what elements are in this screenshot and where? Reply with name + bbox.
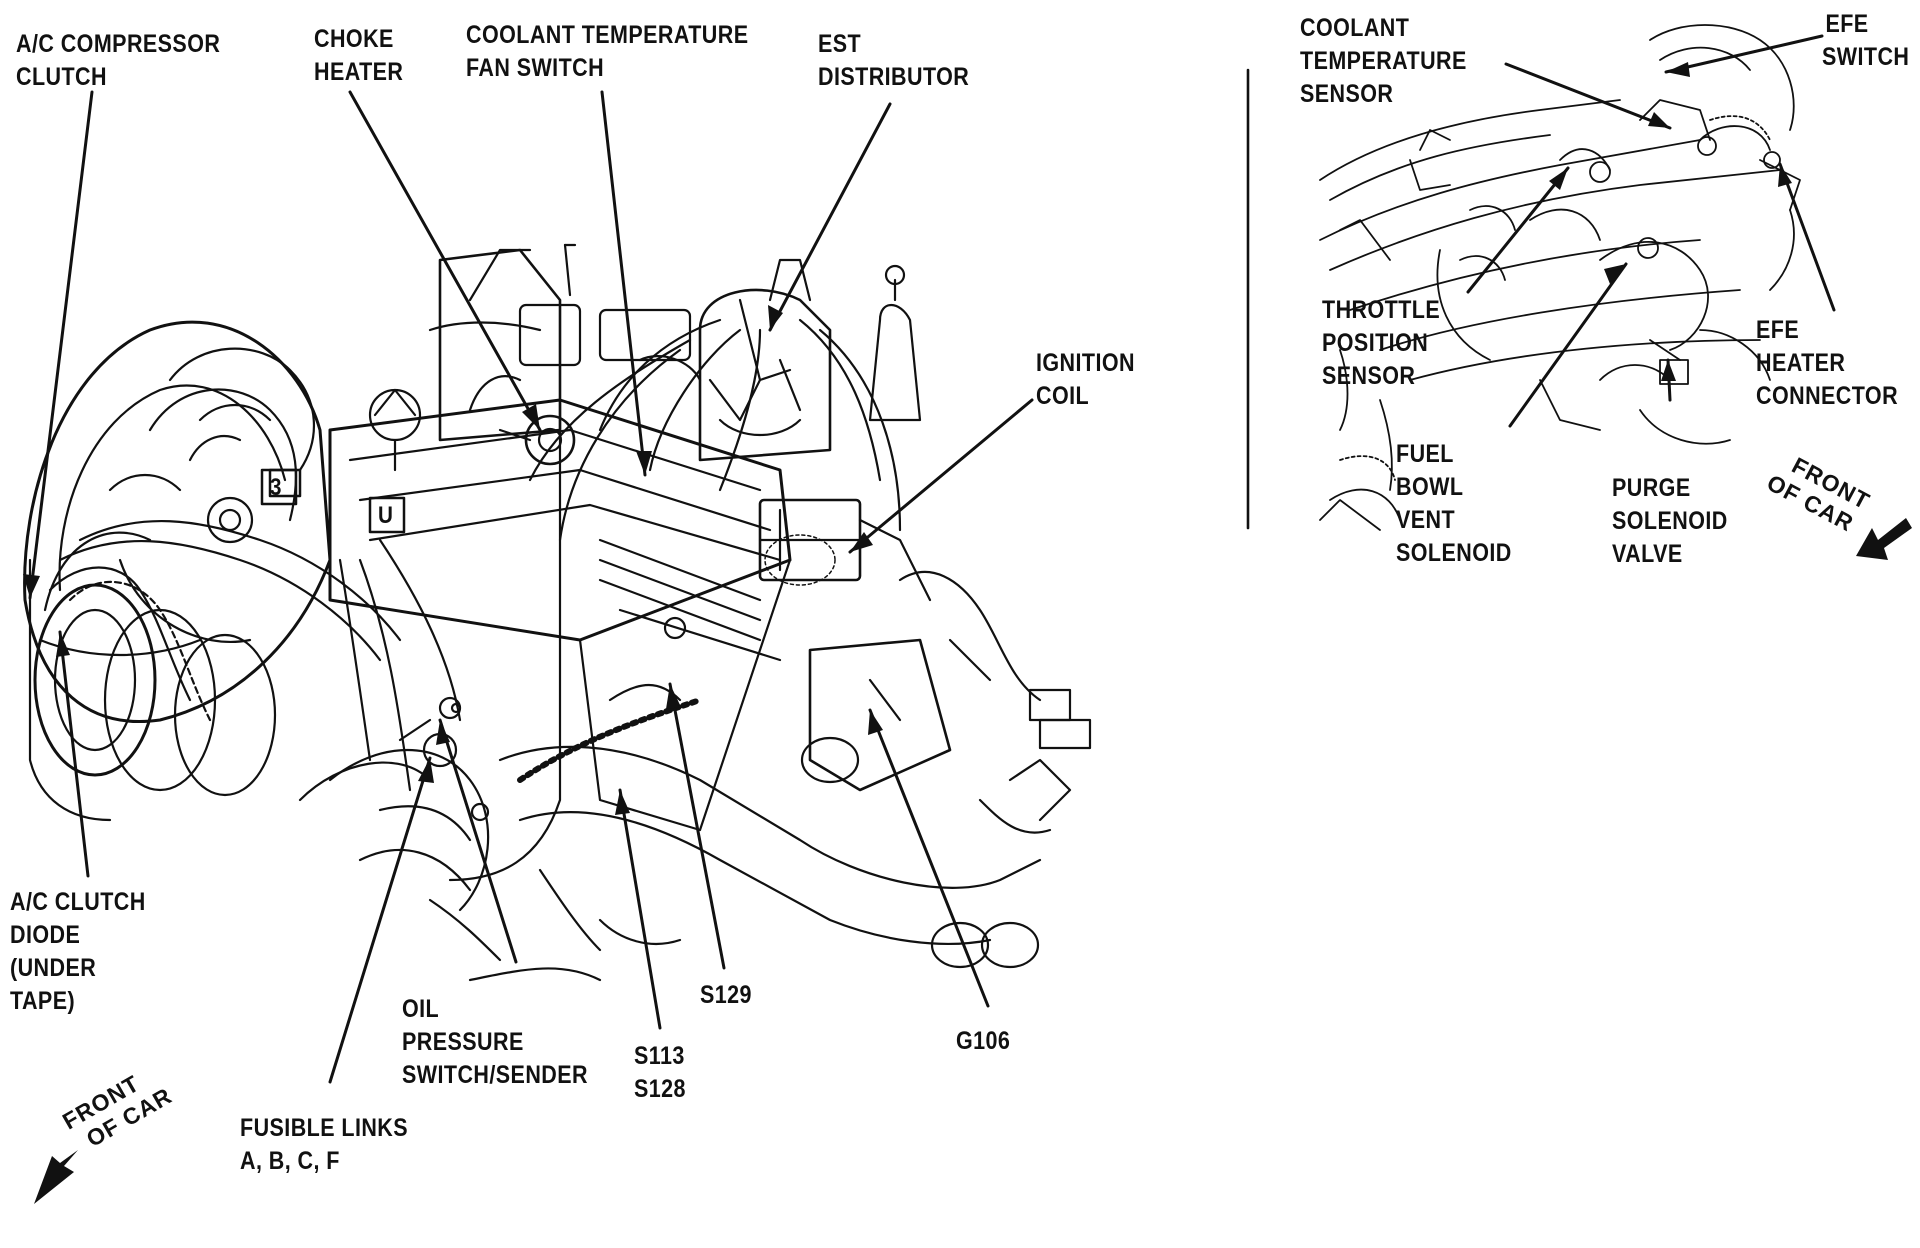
label-choke-heater: CHOKE HEATER [314,25,404,86]
label-ac-compressor-clutch: A/C COMPRESSOR CLUTCH [16,30,221,91]
label-fusible-links: FUSIBLE LINKS A, B, C, F [240,1114,409,1175]
label-throttle-position-sensor: THROTTLE POSITION SENSOR [1322,296,1441,390]
inset-arrowheads [1549,62,1792,381]
label-coolant-temperature-sensor: COOLANT TEMPERATURE SENSOR [1300,14,1467,108]
label-fuel-bowl-vent-solenoid: FUEL BOWL VENT SOLENOID [1396,440,1512,567]
front-arrow-icon [34,1150,78,1204]
label-ignition-coil: IGNITION COIL [1036,349,1135,410]
label-g106: G106 [956,1027,1011,1055]
label-purge-solenoid-valve: PURGE SOLENOID VALVE [1612,474,1728,568]
label-coolant-temperature-fan-switch: COOLANT TEMPERATURE FAN SWITCH [466,21,749,82]
label-s113-s128: S113 S128 [634,1042,686,1103]
inset-illustration [1319,24,1801,531]
engine-illustration [23,243,1092,982]
label-ac-clutch-diode: A/C CLUTCH DIODE (UNDER TAPE) [10,888,146,1015]
main-leader-lines [28,90,1034,1084]
inset-front-arrow-icon [1856,518,1912,560]
engine-tag-u: U [378,502,394,529]
label-efe-switch: EFE SWITCH [1822,10,1910,71]
main-arrowheads [23,305,883,815]
label-efe-heater-connector: EFE HEATER CONNECTOR [1756,316,1899,410]
engine-tag-3: 3 [270,474,282,501]
label-s129: S129 [700,981,752,1009]
label-est-distributor: EST DISTRIBUTOR [818,30,970,91]
label-oil-pressure-switch-sender: OIL PRESSURE SWITCH/SENDER [402,995,588,1089]
inset-leader-lines [1466,34,1836,428]
